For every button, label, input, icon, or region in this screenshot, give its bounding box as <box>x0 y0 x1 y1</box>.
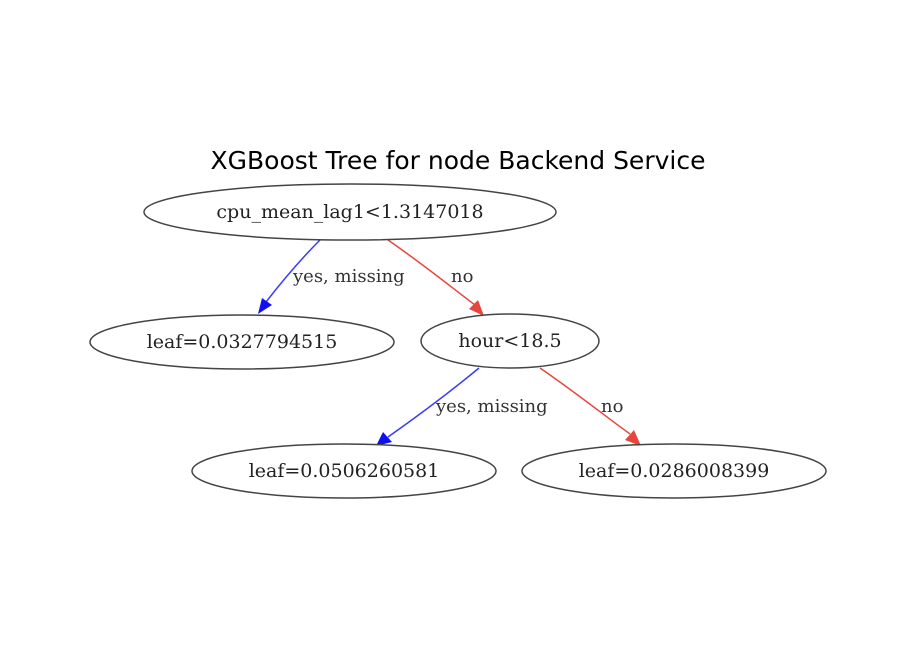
edge-label-split-yes: yes, missing <box>435 396 548 417</box>
edge-split-1-to-leaf-2 <box>387 367 480 438</box>
node-ellipse-leaf-2 <box>191 443 497 499</box>
node-label-leaf-2: leaf=0.0506260581 <box>249 460 440 482</box>
tree-edges <box>258 239 641 446</box>
node-label-leaf-3: leaf=0.0286008399 <box>579 460 770 482</box>
node-ellipse-root <box>143 183 557 241</box>
edge-labels: yes, missing no yes, missing no <box>292 266 623 417</box>
edge-label-root-yes: yes, missing <box>292 266 405 287</box>
node-ellipse-leaf-1 <box>89 314 395 370</box>
edge-split-1-to-leaf-3 <box>539 367 631 435</box>
node-ellipse-split-1 <box>420 313 600 369</box>
tree-node-leaf-1: leaf=0.0327794515 <box>89 314 395 370</box>
arrowhead-root-to-leaf-1 <box>258 298 272 314</box>
figure-title: XGBoost Tree for node Backend Service <box>211 146 706 175</box>
arrowhead-root-to-split-1 <box>469 300 484 316</box>
edge-root-to-leaf-1 <box>265 239 321 303</box>
edge-root-to-split-1 <box>387 239 476 306</box>
tree-node-leaf-3: leaf=0.0286008399 <box>521 443 827 499</box>
arrowhead-split-1-to-leaf-2 <box>376 432 392 446</box>
node-ellipse-leaf-3 <box>521 443 827 499</box>
node-label-split-1: hour<18.5 <box>458 330 561 352</box>
node-label-leaf-1: leaf=0.0327794515 <box>147 331 338 353</box>
tree-node-root: cpu_mean_lag1<1.3147018 <box>143 183 557 241</box>
tree-node-split-1: hour<18.5 <box>420 313 600 369</box>
edge-label-root-no: no <box>451 266 473 287</box>
arrowhead-split-1-to-leaf-3 <box>625 430 641 446</box>
edge-label-split-no: no <box>601 396 623 417</box>
tree-node-leaf-2: leaf=0.0506260581 <box>191 443 497 499</box>
node-label-root: cpu_mean_lag1<1.3147018 <box>216 201 483 223</box>
